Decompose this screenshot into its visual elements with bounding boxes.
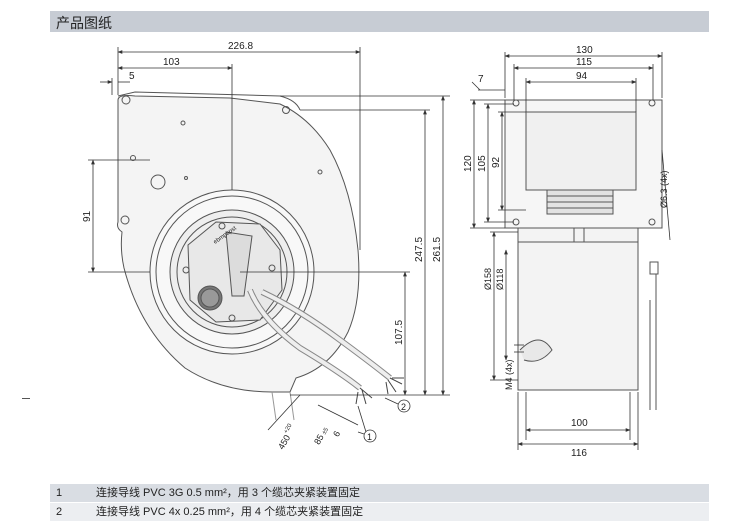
side-dimensions xyxy=(470,52,671,450)
dim-strip-length: 85 xyxy=(312,433,326,447)
dim-height-1: 247.5 xyxy=(414,237,425,262)
dim-hole-dia: Ø6.3 (4x) xyxy=(659,170,669,208)
dim-dia-1: Ø158 xyxy=(483,268,493,290)
side-housing xyxy=(517,227,639,391)
drawing-svg: ebmpapst 2 1 22 xyxy=(82,41,671,459)
dim-side-top: 7 xyxy=(478,74,484,85)
section-title: 产品图纸 xyxy=(56,15,112,31)
front-dimensions xyxy=(88,47,450,433)
dim-side-h2: 105 xyxy=(477,155,488,172)
callout-2-label: 2 xyxy=(401,402,406,412)
dim-side-w2: 115 xyxy=(576,57,592,68)
dim-strip-short: 6 xyxy=(331,429,342,438)
dim-bottom-w2: 116 xyxy=(571,448,587,459)
dim-cable-length: 450 xyxy=(276,433,292,451)
dim-overall-width: 226.8 xyxy=(228,41,253,52)
dim-side-w1: 130 xyxy=(576,45,593,56)
dim-dia-2: Ø118 xyxy=(495,269,505,290)
technical-drawing: ebmpapst 2 1 22 xyxy=(0,30,750,482)
dim-cable-length-tol: +20 xyxy=(283,422,294,434)
stray-dash xyxy=(22,398,30,399)
legend-number: 1 xyxy=(56,487,63,499)
legend-row: 1 连接导线 PVC 3G 0.5 mm²，用 3 个缆芯夹紧装置固定 xyxy=(50,484,709,503)
dim-left-height: 91 xyxy=(82,210,93,222)
dim-bottom-w1: 100 xyxy=(571,418,588,429)
callout-2 xyxy=(397,399,411,413)
section-header: 产品图纸 xyxy=(50,11,709,32)
legend-row: 2 连接导线 PVC 4x 0.25 mm²，用 4 个缆芯夹紧装置固定 xyxy=(50,503,709,522)
callout-1 xyxy=(363,429,377,443)
mount-hole xyxy=(121,95,131,105)
side-view xyxy=(504,99,663,410)
callouts xyxy=(357,397,411,443)
dim-side-h3: 92 xyxy=(491,156,502,168)
legend-table: 1 连接导线 PVC 3G 0.5 mm²，用 3 个缆芯夹紧装置固定 2 连接… xyxy=(50,484,709,522)
legend-description: 连接导线 PVC 4x 0.25 mm²，用 4 个缆芯夹紧装置固定 xyxy=(96,506,364,518)
dim-left-offset: 5 xyxy=(129,71,135,82)
dim-inlet-center: 103 xyxy=(163,57,180,68)
legend-description: 连接导线 PVC 3G 0.5 mm²，用 3 个缆芯夹紧装置固定 xyxy=(96,487,361,499)
dim-side-w3: 94 xyxy=(576,71,588,82)
mount-hole xyxy=(120,215,130,225)
dim-strip-length-tol: ±5 xyxy=(322,426,331,435)
dim-outlet-height: 107.5 xyxy=(394,320,405,345)
mount-hole xyxy=(282,106,290,114)
dim-height-2: 261.5 xyxy=(432,237,443,262)
callout-1-label: 1 xyxy=(367,432,372,442)
legend-number: 2 xyxy=(56,506,63,518)
dim-side-h1: 120 xyxy=(463,155,474,172)
dim-screw: M4 (4x) xyxy=(504,359,514,390)
front-view xyxy=(117,91,404,421)
